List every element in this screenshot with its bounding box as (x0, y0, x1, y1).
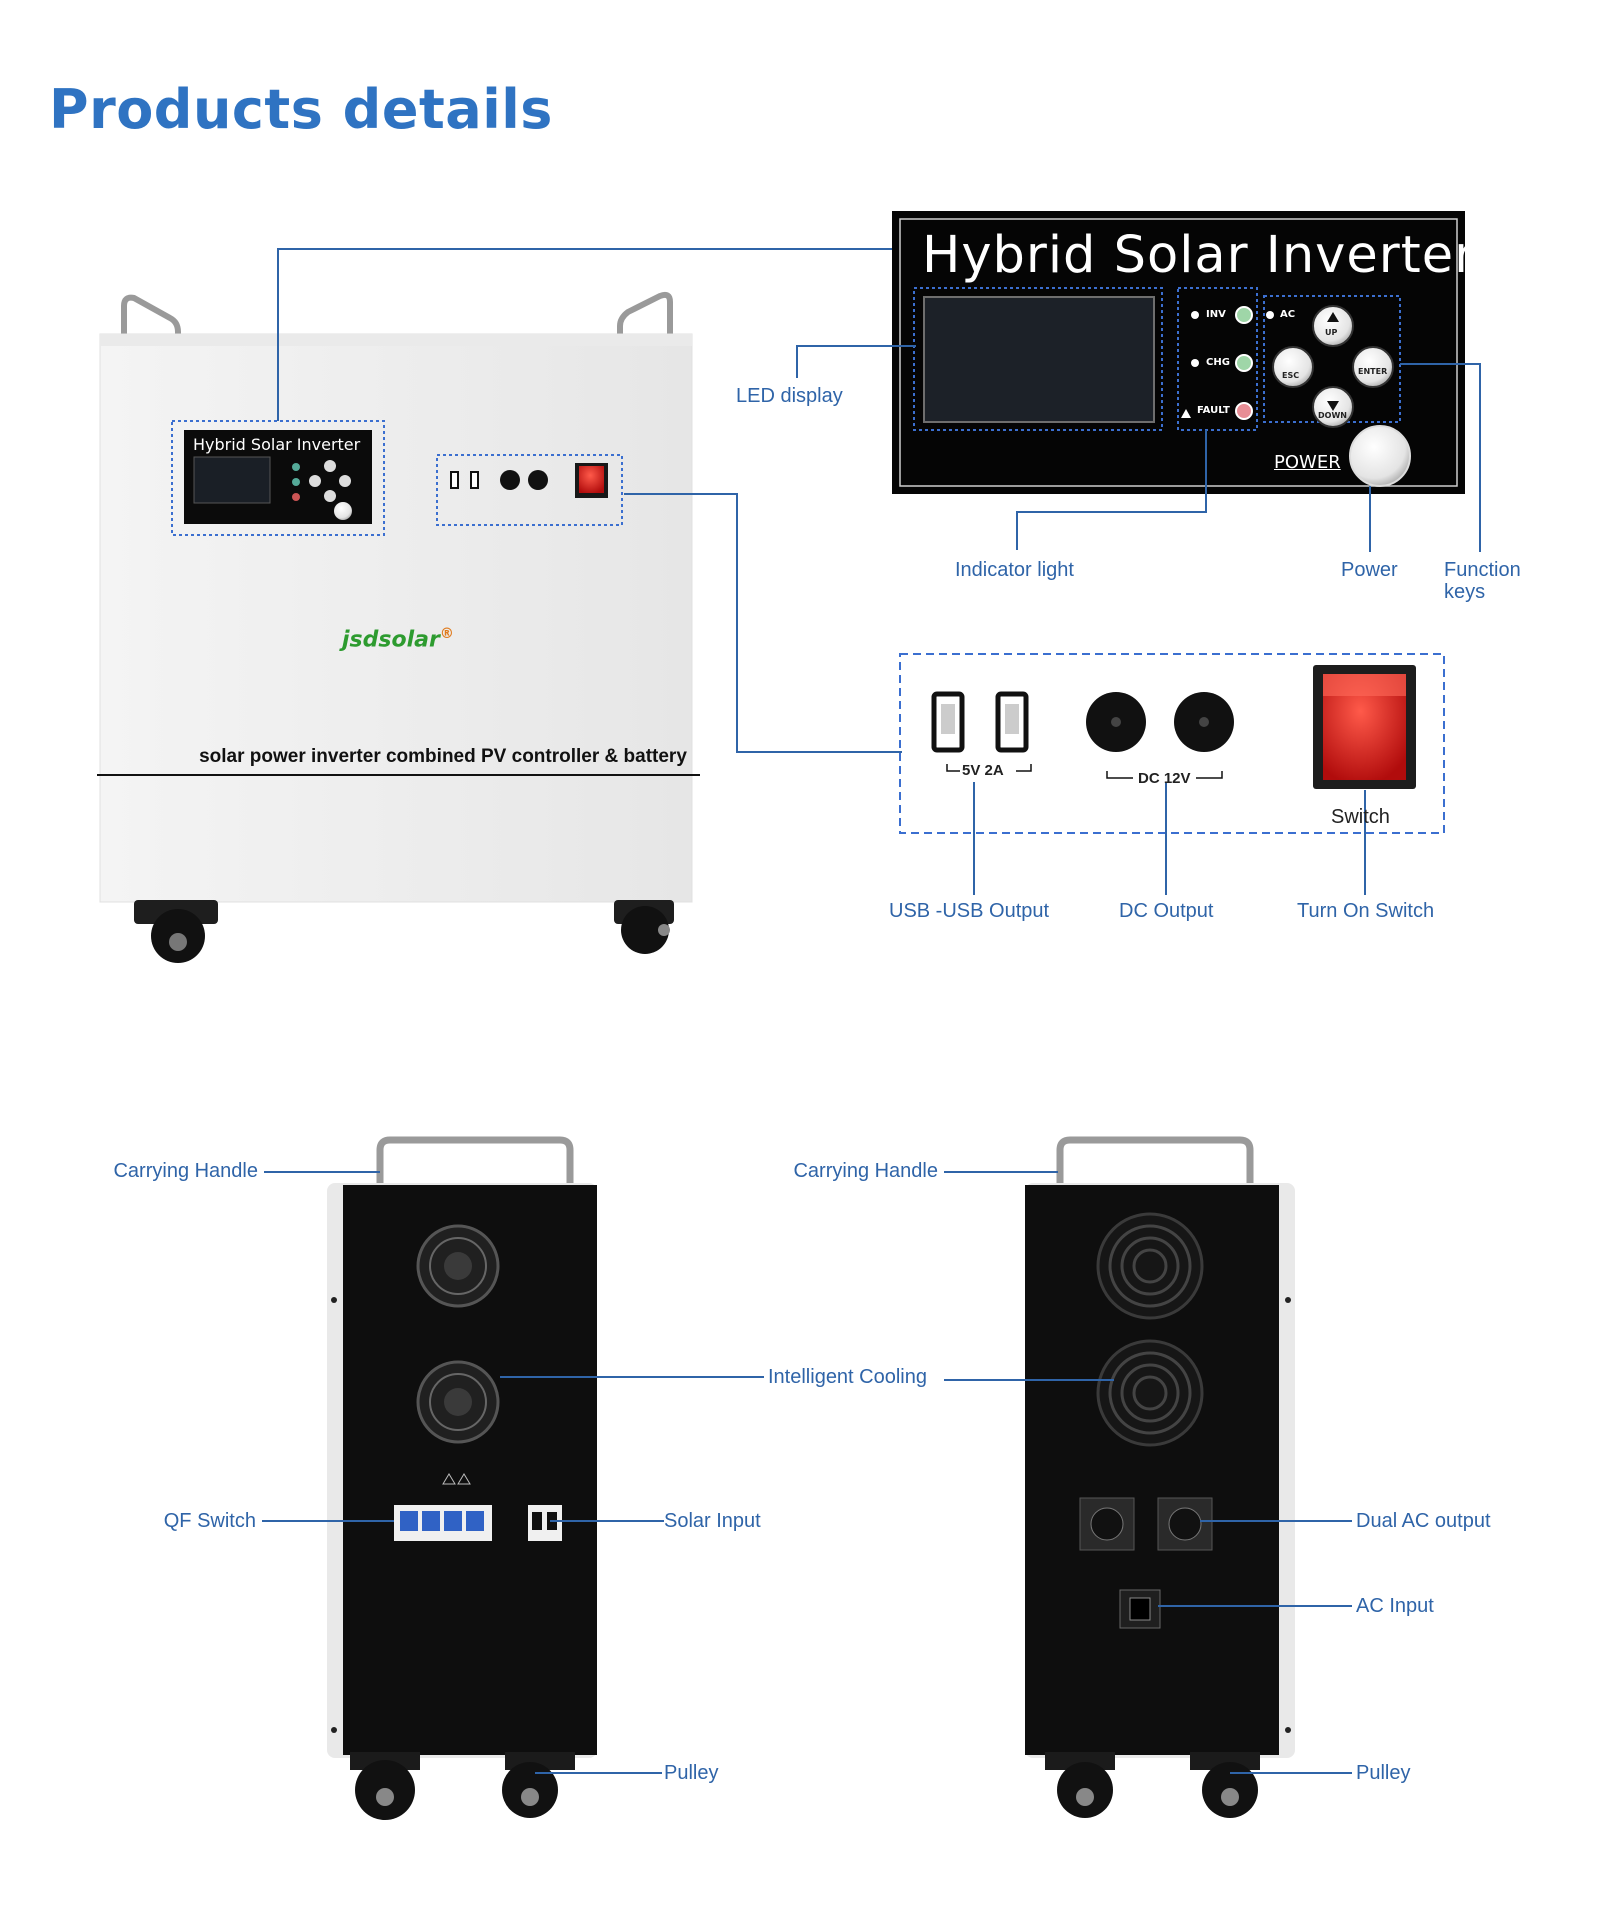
ac-label: AC (1280, 309, 1296, 320)
handle-left (121, 294, 181, 336)
callout-pulley-right: Pulley (1356, 1762, 1411, 1784)
panel-title: Hybrid Solar Inverter (922, 226, 1477, 285)
ports-zoom (899, 653, 1445, 834)
mini-ports-highlight (436, 454, 623, 526)
inv-label: INV (1206, 309, 1226, 320)
callout-turn-on-switch: Turn On Switch (1297, 900, 1435, 922)
callout-dual-ac-output: Dual AC output (1356, 1510, 1491, 1532)
enter-key-label: ENTER (1358, 367, 1388, 376)
fault-led (1235, 402, 1253, 420)
led-display-screen (923, 296, 1155, 423)
mini-panel-title: Hybrid Solar Inverter (193, 435, 361, 454)
callout-solar-input: Solar Input (664, 1510, 761, 1532)
callout-led-display: LED display (736, 385, 843, 407)
brand-logo: jsdsolar® (342, 626, 454, 653)
front-body (99, 333, 693, 903)
power-knob (1349, 425, 1411, 487)
callout-ac-input: AC Input (1356, 1595, 1434, 1617)
power-label: POWER (1274, 452, 1341, 473)
esc-key-label: ESC (1282, 371, 1300, 380)
callout-indicator-light: Indicator light (955, 559, 1074, 581)
handle-right (617, 291, 673, 336)
callout-pulley-left: Pulley (664, 1762, 719, 1784)
wheel-right (614, 900, 674, 954)
dc-spec-label: DC 12V (1138, 770, 1191, 787)
callout-carrying-handle-left: Carrying Handle (113, 1160, 258, 1182)
front-unit (97, 291, 700, 963)
callout-dc-output: DC Output (1119, 900, 1214, 922)
rear-right-unit (1025, 1136, 1295, 1818)
callout-qf-switch: QF Switch (163, 1510, 256, 1532)
chg-label: CHG (1206, 357, 1230, 368)
mini-panel-highlight (171, 420, 385, 536)
callout-intelligent-cooling: Intelligent Cooling (768, 1366, 927, 1388)
product-caption: solar power inverter combined PV control… (199, 746, 687, 767)
callout-carrying-handle-right: Carrying Handle (793, 1160, 938, 1182)
down-key-label: DOWN (1318, 411, 1347, 420)
control-panel-zoom (892, 211, 1465, 494)
function-keys (1272, 305, 1394, 428)
callout-usb-output: USB -USB Output (889, 900, 1050, 922)
chg-led (1235, 354, 1253, 372)
leader-lines (262, 248, 1481, 1774)
switch-label: Switch (1331, 806, 1390, 828)
usb-spec-label: 5V 2A (962, 762, 1004, 779)
up-key-label: UP (1325, 328, 1338, 337)
wheel-left (134, 900, 218, 963)
callout-function-keys: Function keys (1444, 559, 1521, 603)
fault-label: FAULT (1197, 405, 1230, 416)
inv-led (1235, 306, 1253, 324)
rear-left-unit (327, 1136, 597, 1820)
callout-power: Power (1341, 559, 1398, 581)
page-title: Products details (49, 78, 553, 141)
